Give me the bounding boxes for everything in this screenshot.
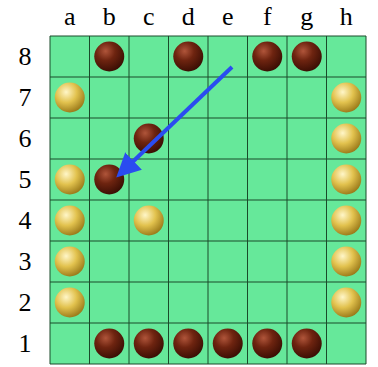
rank-label: 7 bbox=[10, 83, 40, 113]
rank-label: 2 bbox=[10, 288, 40, 318]
grid-line bbox=[50, 364, 366, 365]
grid-line bbox=[50, 200, 366, 201]
light-piece bbox=[134, 206, 164, 236]
dark-piece bbox=[134, 329, 164, 359]
dark-piece bbox=[94, 165, 124, 195]
dark-piece bbox=[94, 42, 124, 72]
light-piece bbox=[55, 206, 85, 236]
file-label: h bbox=[331, 2, 361, 32]
move-arrow bbox=[122, 67, 232, 172]
dark-piece bbox=[252, 42, 282, 72]
file-label: a bbox=[55, 2, 85, 32]
grid-line bbox=[50, 241, 366, 242]
rank-label: 8 bbox=[10, 42, 40, 72]
dark-piece bbox=[173, 42, 203, 72]
dark-piece bbox=[94, 329, 124, 359]
rank-label: 6 bbox=[10, 124, 40, 154]
dark-piece bbox=[292, 42, 322, 72]
file-label: e bbox=[213, 2, 243, 32]
grid-line bbox=[50, 323, 366, 324]
light-piece bbox=[331, 83, 361, 113]
rank-label: 4 bbox=[10, 206, 40, 236]
file-label: f bbox=[252, 2, 282, 32]
light-piece bbox=[331, 206, 361, 236]
board-field bbox=[50, 36, 366, 364]
rank-label: 1 bbox=[10, 329, 40, 359]
dark-piece bbox=[252, 329, 282, 359]
file-label: b bbox=[94, 2, 124, 32]
rank-label: 5 bbox=[10, 165, 40, 195]
dark-piece bbox=[292, 329, 322, 359]
grid-line bbox=[50, 282, 366, 283]
dark-piece bbox=[173, 329, 203, 359]
grid-line bbox=[326, 36, 327, 364]
rank-label: 3 bbox=[10, 247, 40, 277]
grid-line bbox=[366, 36, 367, 364]
light-piece bbox=[331, 165, 361, 195]
file-label: g bbox=[292, 2, 322, 32]
grid-line bbox=[287, 36, 288, 364]
dark-piece bbox=[213, 329, 243, 359]
file-label: c bbox=[134, 2, 164, 32]
light-piece bbox=[55, 83, 85, 113]
file-label: d bbox=[173, 2, 203, 32]
light-piece bbox=[55, 165, 85, 195]
light-piece bbox=[55, 247, 85, 277]
light-piece bbox=[331, 247, 361, 277]
light-piece bbox=[331, 124, 361, 154]
light-piece bbox=[55, 288, 85, 318]
grid-line bbox=[247, 36, 248, 364]
light-piece bbox=[331, 288, 361, 318]
